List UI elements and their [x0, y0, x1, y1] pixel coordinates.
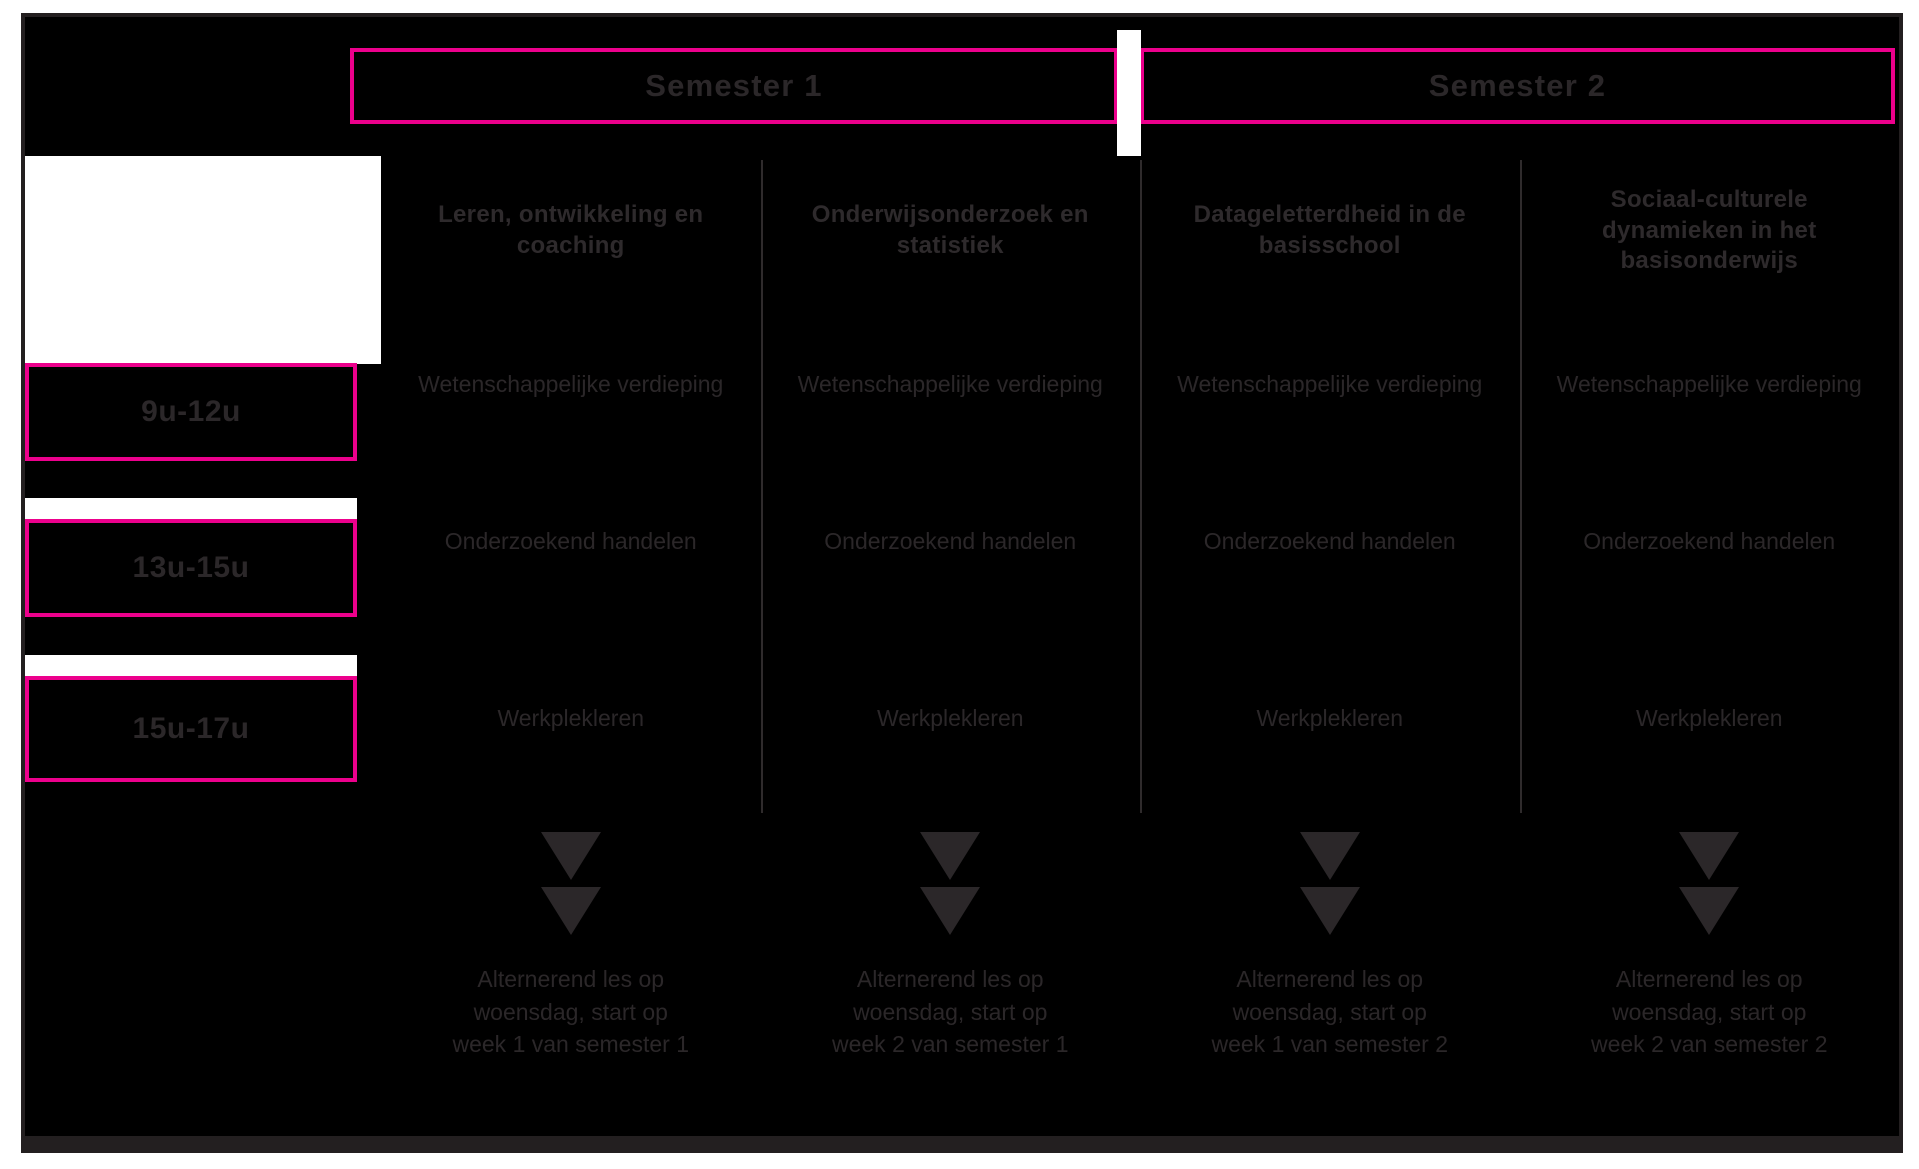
footnote-1: Alternerend les op woensdag, start op we…: [452, 966, 689, 1058]
footer-column-3: Alternerend les op woensdag, start op we…: [1140, 820, 1520, 1120]
course-activity-4-1: Wetenschappelijke verdieping: [1556, 371, 1862, 398]
course-activity-2-2: Onderzoekend handelen: [824, 528, 1077, 555]
course-columns: Leren, ontwikkeling en coaching Wetensch…: [381, 156, 1899, 816]
semester-banner-1: Semester 1: [350, 48, 1118, 124]
course-column-4: Sociaal-culturele dynamieken in het basi…: [1519, 156, 1900, 816]
time-slot-label-1: 9u-12u: [141, 395, 241, 428]
course-title-2: Onderwijsonderzoek en statistiek: [811, 201, 1089, 259]
chevron-down-icon: [1679, 887, 1740, 935]
footer-column-2: Alternerend les op woensdag, start op we…: [761, 820, 1141, 1120]
logo-placeholder-block: [25, 156, 381, 364]
course-activity-1-1: Wetenschappelijke verdieping: [418, 371, 724, 398]
chevron-down-icon: [1679, 832, 1740, 880]
chevron-down-icon: [1299, 887, 1360, 935]
course-activity-3-2: Onderzoekend handelen: [1203, 528, 1456, 555]
footer-column-1: Alternerend les op woensdag, start op we…: [381, 820, 761, 1120]
semester-banner-2: Semester 2: [1140, 48, 1895, 124]
footnote-2: Alternerend les op woensdag, start op we…: [831, 966, 1069, 1058]
double-chevron-down-icon-1: [540, 832, 601, 935]
course-activity-3-3: Werkplekleren: [1256, 704, 1404, 731]
course-column-1: Leren, ontwikkeling en coaching Wetensch…: [381, 156, 761, 816]
time-slot-gap-2: [25, 655, 357, 677]
chevron-down-icon: [540, 832, 601, 880]
footer-notes: Alternerend les op woensdag, start op we…: [381, 820, 1899, 1120]
double-chevron-down-icon-2: [920, 832, 981, 935]
time-slot-box-1: 9u-12u: [25, 363, 357, 461]
course-activity-4-2: Onderzoekend handelen: [1583, 528, 1836, 555]
course-activity-3-1: Wetenschappelijke verdieping: [1177, 371, 1483, 398]
footnote-4: Alternerend les op woensdag, start op we…: [1590, 966, 1828, 1058]
footer-column-4: Alternerend les op woensdag, start op we…: [1520, 820, 1900, 1120]
course-column-2: Onderwijsonderzoek en statistiek Wetensc…: [760, 156, 1141, 816]
semester-divider: [1117, 30, 1141, 156]
chevron-down-icon: [1299, 832, 1360, 880]
chevron-down-icon: [920, 887, 981, 935]
course-column-3: Datageletterdheid in de basisschool Wete…: [1140, 156, 1520, 816]
time-slot-gap-1: [25, 498, 357, 520]
course-activity-2-1: Wetenschappelijke verdieping: [797, 371, 1103, 398]
double-chevron-down-icon-4: [1679, 832, 1740, 935]
time-slot-label-2: 13u-15u: [132, 551, 250, 584]
time-slot-box-3: 15u-17u: [25, 676, 357, 782]
footnote-3: Alternerend les op woensdag, start op we…: [1211, 966, 1448, 1058]
chevron-down-icon: [920, 832, 981, 880]
time-slot-label-3: 15u-17u: [132, 712, 250, 745]
semester-2-label: Semester 2: [1428, 68, 1607, 103]
course-title-4: Sociaal-culturele dynamieken in het basi…: [1602, 185, 1817, 275]
course-title-3: Datageletterdheid in de basisschool: [1193, 201, 1466, 259]
double-chevron-down-icon-3: [1299, 832, 1360, 935]
semester-1-label: Semester 1: [645, 68, 823, 103]
course-activity-4-3: Werkplekleren: [1635, 704, 1783, 731]
course-activity-1-2: Onderzoekend handelen: [444, 528, 697, 555]
course-activity-1-3: Werkplekleren: [497, 704, 645, 731]
course-activity-2-3: Werkplekleren: [876, 704, 1024, 731]
time-slot-box-2: 13u-15u: [25, 519, 357, 617]
course-title-1: Leren, ontwikkeling en coaching: [438, 201, 704, 259]
chevron-down-icon: [540, 887, 601, 935]
